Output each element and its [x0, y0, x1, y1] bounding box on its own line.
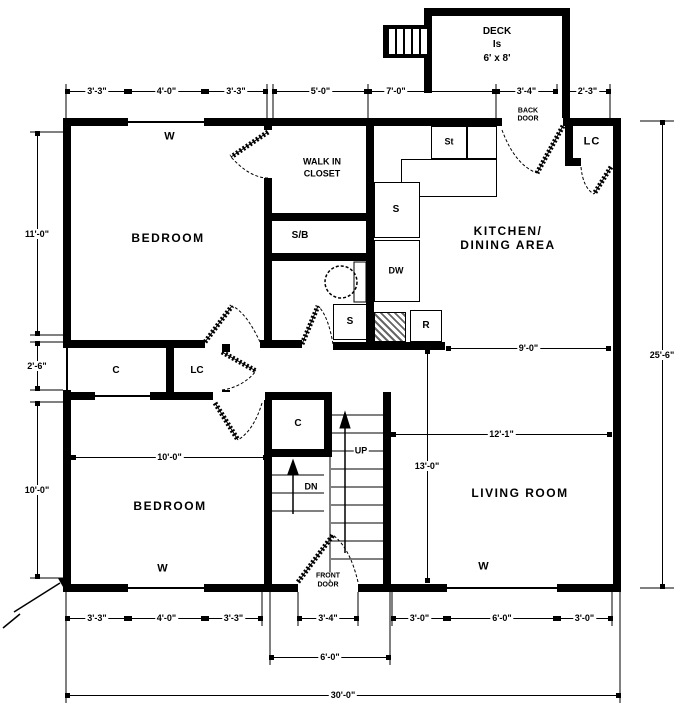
fixture-label-stove: St — [444, 136, 454, 147]
stove-box — [431, 126, 467, 159]
wall-closet-divider — [166, 344, 174, 392]
dim-bottom-5: 3'-0" — [391, 613, 448, 623]
stairs-label-up: UP — [353, 445, 369, 456]
room-label-kitchen-line1: KITCHEN/ — [473, 224, 543, 238]
dim-top-7: 2'-3" — [564, 86, 611, 96]
wall-right — [613, 118, 621, 592]
window-top-bedroom — [128, 118, 204, 126]
toilet — [324, 261, 367, 303]
dim-bedroom2-width: 10'-0" — [71, 452, 268, 462]
corner-arrow — [2, 576, 72, 629]
wall-kitchen-linen-stub — [565, 158, 581, 166]
wall-staircloset-right — [324, 392, 332, 457]
back-door-opening — [502, 118, 563, 126]
deck-wall-right — [562, 8, 570, 118]
dim-bottom-6: 6'-0" — [446, 613, 558, 623]
fixture-label-dishwasher: DW — [388, 265, 404, 276]
deck-label-line1: DECK — [482, 26, 512, 37]
closet-label-kitchen-lc: LC — [583, 135, 601, 148]
wall-kitchen-linen-left — [565, 126, 573, 166]
room-label-kitchen-line2: DINING AREA — [460, 238, 556, 252]
wall-sb-bottom — [272, 253, 374, 261]
dim-left-2: 2'-6" — [25, 341, 49, 391]
deck-stairs — [383, 25, 427, 58]
dim-kitchen-width: 9'-0" — [446, 343, 611, 353]
wall-bedroom1-right — [264, 126, 272, 348]
deck-wall-top — [424, 8, 570, 16]
dim-left-1: 11'-0" — [23, 131, 51, 336]
window-left-closet — [63, 348, 71, 390]
dim-bottom-3: 3'-3" — [204, 613, 263, 623]
room-label-walkin-line2: CLOSET — [303, 168, 341, 179]
room-label-bedroom-bottom: BEDROOM — [133, 499, 207, 513]
wall-stairs-right — [383, 392, 391, 592]
front-door-label-line2: DOOR — [316, 581, 340, 589]
wall-hall-a — [63, 340, 205, 348]
dim-total-height: 25'-6" — [647, 120, 677, 589]
dim-bottom-7: 3'-0" — [556, 613, 613, 623]
fixture-label-sink-bath: S — [346, 316, 354, 327]
hall-closet-door-opening — [95, 392, 150, 400]
deck-label-line2: Is — [492, 39, 502, 50]
front-door-label-line1: FRONT — [314, 572, 342, 580]
wall-top — [63, 118, 621, 126]
dim-bottom-2: 4'-0" — [127, 613, 206, 623]
window-label-bottom-right: W — [478, 560, 490, 573]
dim-top-6: 3'-4" — [495, 86, 558, 96]
wall-staircloset-top — [272, 392, 332, 400]
room-label-shower-bath: S/B — [291, 230, 309, 241]
dishwasher-box — [374, 240, 420, 302]
stair-arrows — [287, 410, 351, 553]
wall-walkin-bottom — [272, 213, 374, 221]
dim-top-3: 3'-3" — [204, 86, 268, 96]
dim-left-3: 10'-0" — [22, 401, 52, 579]
stairs-label-dn: DN — [303, 481, 319, 492]
room-label-living-room: LIVING ROOM — [471, 486, 569, 500]
dim-top-5: 7'-0" — [367, 86, 497, 96]
wall-kitchen-left — [366, 126, 374, 350]
counter-box — [467, 126, 497, 159]
bedroom2-door-opening — [213, 392, 265, 400]
wall-hall-b — [260, 340, 302, 348]
dim-bottom-4: 3'-4" — [297, 613, 359, 623]
dim-top-4: 5'-0" — [272, 86, 369, 96]
range-box — [410, 310, 442, 342]
window-label-bottom-left: W — [157, 562, 169, 575]
wall-staircloset-bottom — [272, 449, 324, 457]
back-door-label-line2: DOOR — [517, 115, 539, 123]
fixture-label-range: R — [422, 320, 430, 331]
bath-sink-box — [333, 304, 367, 340]
wall-bedroom2-top — [63, 392, 270, 400]
dim-living-height: 13'-0" — [412, 349, 442, 583]
sink-upper-box — [374, 182, 420, 238]
room-label-walkin-line1: WALK IN — [303, 156, 341, 167]
window-living-room — [447, 584, 557, 592]
dim-total-width: 30'-0" — [65, 690, 621, 700]
dim-bottom-1: 3'-3" — [65, 613, 129, 623]
walkin-door-opening — [264, 130, 272, 178]
wall-kitchen-bottom — [333, 342, 445, 350]
window-bottom-bedroom — [128, 584, 204, 592]
dim-vestibule: 6'-0" — [269, 652, 391, 662]
closet-label-stair-c: C — [294, 418, 302, 429]
dim-top-2: 4'-0" — [127, 86, 206, 96]
flue-hatch-box — [374, 312, 406, 342]
closet-label-hall-lc: LC — [190, 365, 204, 376]
deck-label-line3: 6' x 8' — [483, 53, 511, 64]
closet-label-hall-c: C — [112, 365, 120, 376]
room-label-bedroom-top: BEDROOM — [131, 231, 205, 245]
hall-linen-door-opening — [222, 352, 230, 390]
wall-bedroom2-right — [264, 392, 272, 592]
fixture-label-sink-upper: S — [392, 204, 400, 215]
back-door-label-line1: BACK — [517, 107, 539, 115]
dim-living-width: 12'-1" — [391, 429, 612, 439]
dim-top-1: 3'-3" — [65, 86, 129, 96]
deck-wall-left — [424, 8, 432, 93]
window-label-top: W — [164, 130, 176, 143]
